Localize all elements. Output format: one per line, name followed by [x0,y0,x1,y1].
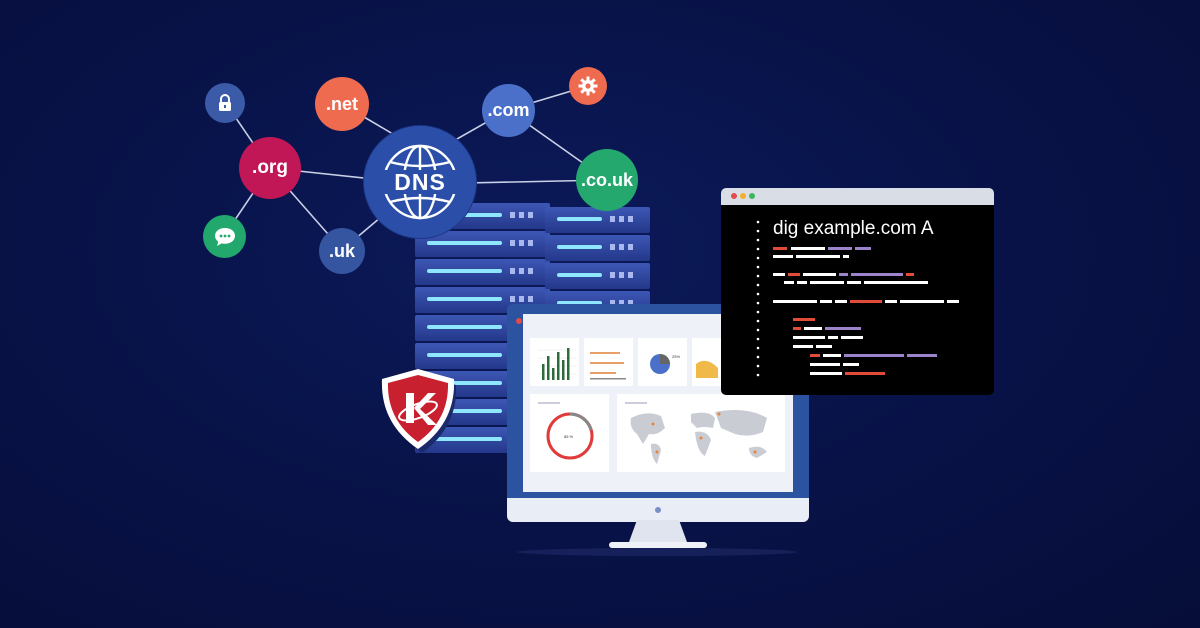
dns-hub: DNS [364,126,476,238]
chat-icon [214,227,235,246]
server-port [519,240,524,246]
dashboard-screen: 25% 85 % [523,314,793,492]
server-led-strip [427,241,502,245]
server-port [510,212,515,218]
server-port [510,296,515,302]
org-label: .org [252,157,288,178]
server-led-strip [427,325,502,329]
server-led-strip [427,437,502,441]
server-port [628,244,633,250]
monitor-stand [517,520,797,556]
server-port [528,268,533,274]
gear-icon [578,76,598,96]
terminal-output [756,220,959,377]
server-led-strip [557,217,602,221]
pie-chart-thumb: 25% [650,354,680,374]
server-port [619,244,624,250]
bar-chart-card [530,338,579,386]
terminal-window: dig example.com A [721,188,994,395]
area-card [692,338,722,386]
server-led-strip [427,297,502,301]
lock-icon [219,94,231,111]
donut-label: 85 % [564,434,574,439]
server-port [510,240,515,246]
server-port [610,272,615,278]
server-led-strip [427,269,502,273]
server-port [519,212,524,218]
globe-icon [382,144,458,220]
uk-label: .uk [328,240,355,261]
monitor-frame: 25% 85 % [507,304,809,502]
lock-icon-node [205,83,245,123]
pie-label: 25% [672,354,680,359]
server-port [628,216,633,222]
com-node: .com [482,84,535,137]
server-port [628,272,633,278]
terminal-command: dig example.com A [773,218,934,239]
progress-card [584,338,633,386]
server-port [528,240,533,246]
server-led-strip [557,273,602,277]
server-led-strip [427,353,502,357]
shield-badge [381,369,457,453]
server-port [519,268,524,274]
server-port [528,296,533,302]
server-led-strip [557,245,602,249]
org-node: .org [239,137,301,199]
couk-node: .co.uk [576,149,638,211]
terminal-titlebar [721,188,994,205]
gear-icon-node [569,67,607,105]
uk-node: .uk [319,228,365,274]
couk-label: .co.uk [580,169,633,190]
server-port [610,216,615,222]
server-port [619,272,624,278]
close-dot[interactable] [731,193,737,199]
server-port [528,212,533,218]
server-rack [415,203,650,453]
server-port [610,244,615,250]
k-logo-icon [398,393,438,425]
server-port [619,300,624,306]
donut-chart-thumb: 85 % [538,402,594,460]
maximize-dot[interactable] [749,193,755,199]
donut-card: 85 % [530,394,609,472]
net-node: .net [315,77,369,131]
world-map-thumb [625,402,767,464]
dns-label: DNS [394,168,446,195]
minimize-dot[interactable] [740,193,746,199]
server-port [610,300,615,306]
chat-icon-node [203,215,246,258]
bar-chart-thumb [538,348,576,380]
server-port [628,300,633,306]
net-label: .net [325,93,358,114]
monitor-chin [507,498,809,522]
server-port [519,296,524,302]
pie-card: 25% [638,338,687,386]
server-port [510,268,515,274]
world-map-card [617,394,785,472]
monitor: 25% 85 % [507,304,809,522]
server-port [619,216,624,222]
com-label: .com [487,100,530,120]
